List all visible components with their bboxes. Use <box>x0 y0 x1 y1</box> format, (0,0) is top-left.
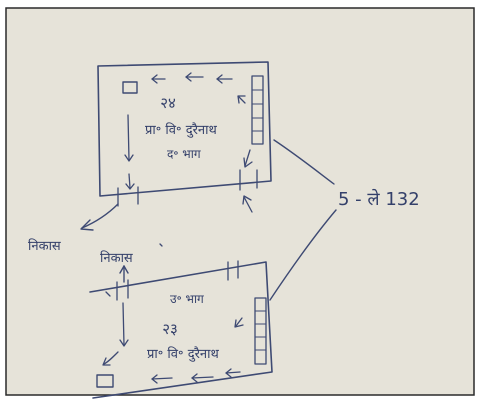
bottom-room-desk <box>96 374 114 388</box>
top-room-arrows <box>124 72 253 213</box>
exit-label-top: निकास <box>28 238 61 254</box>
top-room-line1: प्रा॰ वि॰ दुरैनाथ <box>145 122 218 138</box>
exit-label-bottom: निकास <box>100 250 133 266</box>
photo-frame <box>5 7 475 396</box>
connector-top <box>273 139 335 185</box>
bottom-room-door-marks <box>105 260 239 301</box>
top-exit: निकास <box>28 203 119 254</box>
bottom-room-line1: प्रा॰ वि॰ दुरैनाथ <box>147 346 220 362</box>
bottom-room-window-column <box>254 297 267 365</box>
bottom-room: उ॰ भाग २३ प्रा॰ वि॰ दुरैनाथ <box>89 260 273 399</box>
top-room-outline <box>97 61 272 197</box>
top-room-desk <box>122 81 138 94</box>
connector-bottom <box>269 209 337 301</box>
top-room-line2: द॰ भाग <box>167 147 201 161</box>
bottom-room-number: २३ <box>162 320 178 338</box>
label-connectors <box>269 139 337 301</box>
bottom-room-direction: उ॰ भाग <box>170 292 204 306</box>
bottom-room-arrows <box>102 302 244 384</box>
side-label: 5 - ले 132 <box>338 188 420 210</box>
bottom-exit: निकास <box>100 243 163 283</box>
paper <box>6 8 474 395</box>
top-room-door-marks <box>117 169 258 207</box>
bottom-room-outline <box>89 261 273 399</box>
top-room: २४ प्रा॰ वि॰ दुरैनाथ द॰ भाग <box>97 61 272 213</box>
top-room-number: २४ <box>160 94 176 112</box>
top-room-window-column <box>251 75 264 145</box>
